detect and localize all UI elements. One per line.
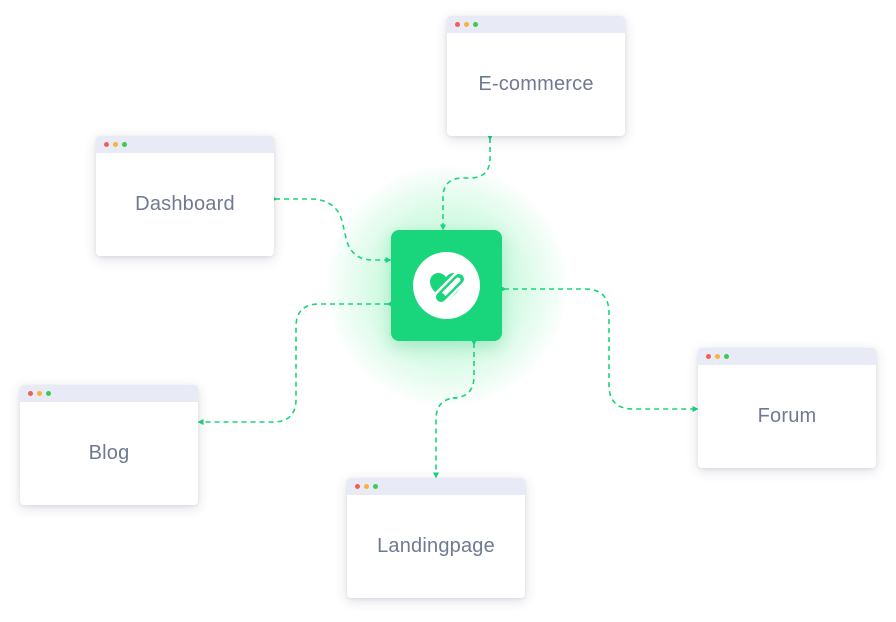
node-card-ecommerce[interactable]: E-commerce — [447, 16, 625, 136]
node-label: Blog — [88, 442, 130, 464]
node-label: Landingpage — [377, 535, 495, 557]
window-titlebar — [20, 385, 198, 402]
close-dot-icon — [355, 484, 360, 489]
close-dot-icon — [706, 354, 711, 359]
window-titlebar — [447, 16, 625, 33]
maximize-dot-icon — [122, 142, 127, 147]
maximize-dot-icon — [473, 22, 478, 27]
window-titlebar — [96, 136, 274, 153]
maximize-dot-icon — [724, 354, 729, 359]
minimize-dot-icon — [364, 484, 369, 489]
connector-landing — [433, 339, 477, 479]
close-dot-icon — [104, 142, 109, 147]
window-titlebar — [347, 478, 525, 495]
maximize-dot-icon — [46, 391, 51, 396]
window-titlebar — [698, 348, 876, 365]
minimize-dot-icon — [464, 22, 469, 27]
node-label: E-commerce — [478, 73, 594, 95]
close-dot-icon — [455, 22, 460, 27]
maximize-dot-icon — [373, 484, 378, 489]
node-card-dashboard[interactable]: Dashboard — [96, 136, 274, 256]
connector-dashboard — [271, 196, 392, 263]
node-card-landingpage[interactable]: Landingpage — [347, 478, 525, 598]
connector-ecommerce — [440, 134, 493, 231]
hub-icon-badge — [413, 252, 480, 319]
heart-pill-icon — [430, 271, 467, 305]
minimize-dot-icon — [715, 354, 720, 359]
node-label: Forum — [757, 405, 817, 427]
minimize-dot-icon — [113, 142, 118, 147]
connector-forum — [500, 286, 699, 412]
connector-blog — [197, 301, 393, 425]
hub-node — [391, 230, 502, 341]
close-dot-icon — [28, 391, 33, 396]
node-card-blog[interactable]: Blog — [20, 385, 198, 505]
node-label: Dashboard — [135, 193, 235, 215]
minimize-dot-icon — [37, 391, 42, 396]
node-card-forum[interactable]: Forum — [698, 348, 876, 468]
